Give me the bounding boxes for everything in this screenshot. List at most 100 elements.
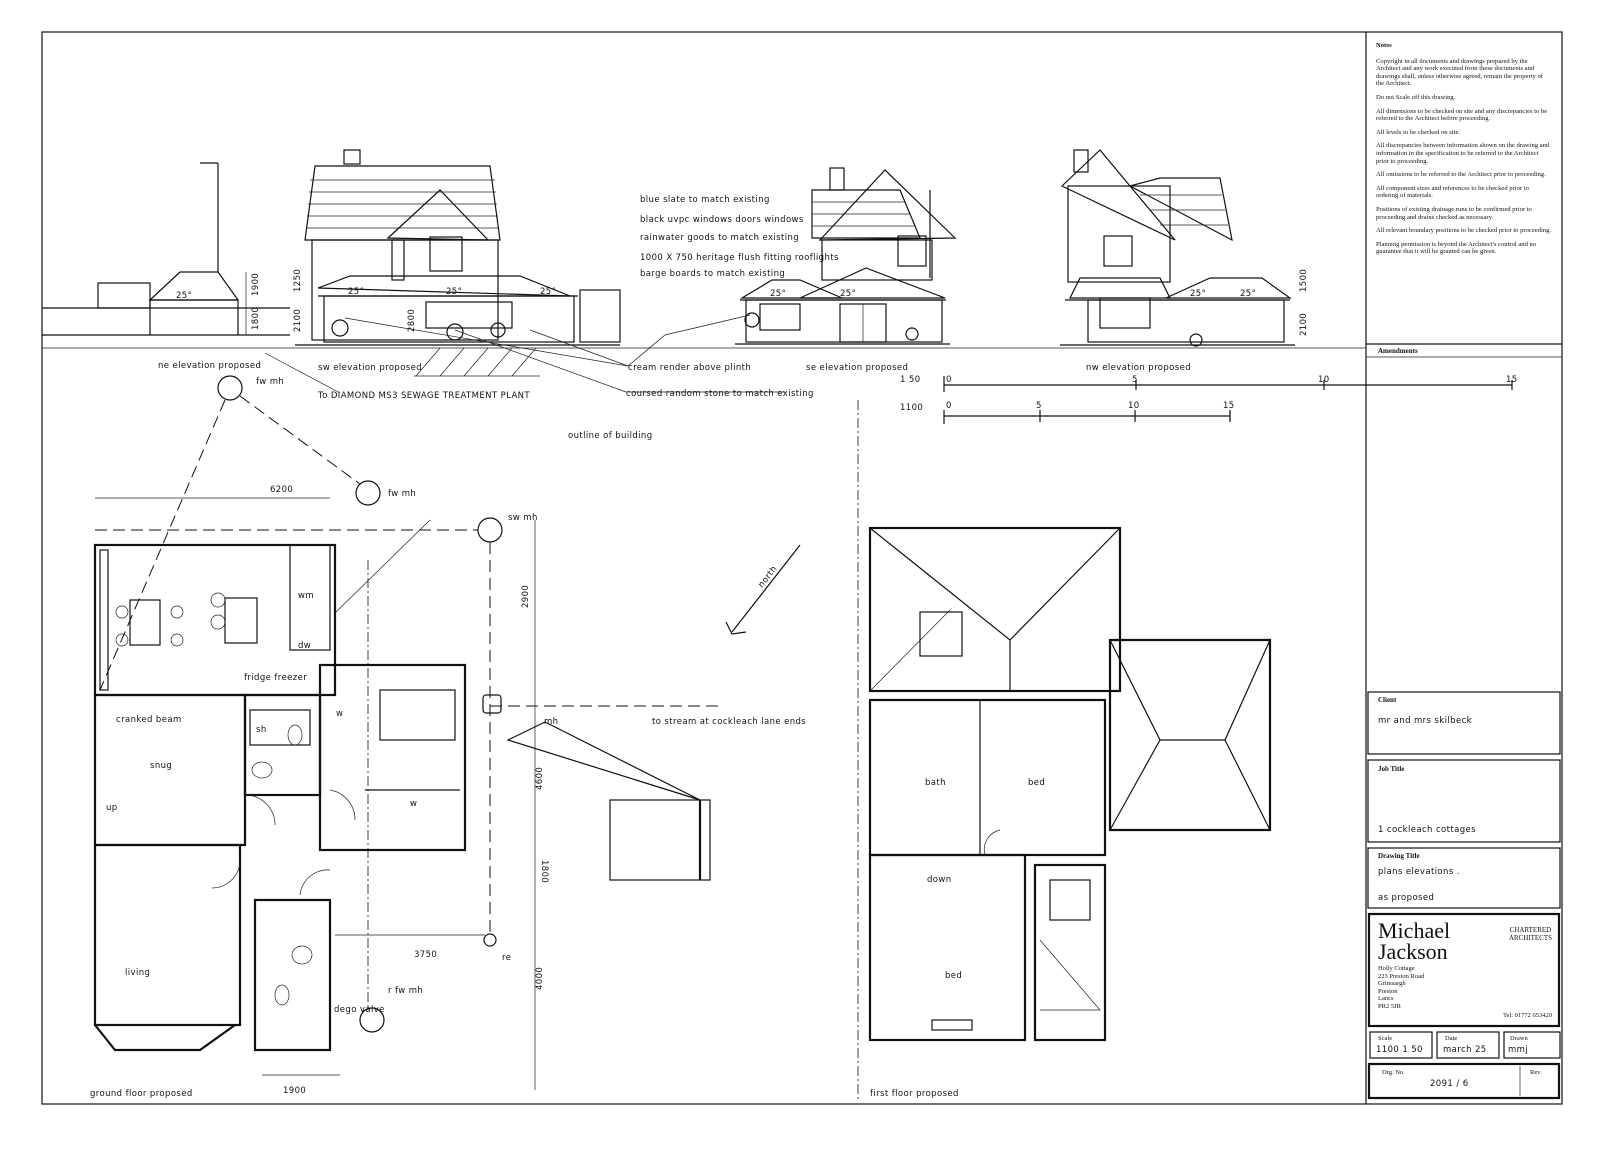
address-line: Holly Cottage (1378, 965, 1415, 972)
architect-stamp: Michael Jackson CHARTERED ARCHITECTS Hol… (1378, 918, 1554, 1020)
dim-1500: 1500 (1299, 269, 1309, 292)
drawing-title-line2: as proposed (1378, 893, 1435, 903)
scale-tick: 5 (1132, 375, 1138, 385)
note-item: Do not Scale off this drawing. (1376, 93, 1456, 101)
manhole-icon (359, 1007, 385, 1033)
rodding-eye-icon (483, 933, 497, 947)
address-line: Preston (1378, 987, 1398, 995)
client-value: mr and mrs skilbeck (1378, 716, 1472, 726)
spec-note: 1000 X 750 heritage flush fitting roofli… (640, 253, 839, 263)
ground-floor-labels: snug living cranked beam fridge freezer … (90, 485, 549, 1099)
pitch-label: 25° (840, 289, 856, 299)
rodding-eye-label: re (502, 953, 511, 963)
sw-mh-label: sw mh (508, 513, 538, 523)
spec-note: cream render above plinth (628, 363, 751, 373)
pitch-label: 25° (540, 287, 556, 297)
fridge-freezer-label: fridge freezer (244, 673, 307, 683)
manhole-icon (217, 375, 243, 401)
dim-1250: 1250 (293, 269, 303, 292)
note-item: All component sizes and references to be… (1376, 184, 1529, 200)
dim-1900: 1900 (283, 1086, 306, 1096)
scale-bar-1-100: 1100 0 5 10 15 (900, 401, 1235, 424)
manhole-icon (355, 480, 381, 506)
dishwasher-label: dw (298, 641, 311, 651)
scale-tick: 0 (946, 375, 952, 385)
spec-note: black uvpc windows doors windows (640, 215, 804, 225)
drawn-value: mmj (1508, 1045, 1529, 1055)
date-label: Date (1445, 1035, 1458, 1042)
dim-2800: 2800 (407, 309, 417, 332)
room-label-bed: bed (1028, 778, 1045, 788)
north-arrow-icon (731, 544, 801, 633)
manhole-icon (477, 517, 503, 543)
room-label-snug: snug (150, 761, 172, 771)
room-label-bath: bath (925, 778, 946, 788)
dim-2100: 2100 (1299, 313, 1309, 336)
first-floor-plan (857, 400, 1272, 1100)
note-item: Positions of existing drainage runs to b… (1376, 205, 1532, 221)
pitch-label: 25° (446, 287, 462, 297)
architect-telephone: Tel: 01772 653420 (1502, 1012, 1552, 1019)
scale-tick: 5 (1036, 401, 1042, 411)
mh-label: mh (544, 717, 558, 727)
scale-tick: 15 (1223, 401, 1235, 411)
pitch-label: 25° (770, 289, 786, 299)
spec-note: blue slate to match existing (640, 195, 770, 205)
drawing-number-label: Drg. No. (1382, 1069, 1405, 1076)
note-item: All omissions to be referred to the Arch… (1376, 171, 1546, 179)
address-line: PR2 5JR (1378, 1002, 1401, 1010)
dim-2900: 2900 (521, 585, 531, 608)
valve-label: dego valve (334, 1005, 385, 1015)
se-elevation: 25° 25° (735, 167, 957, 345)
title-block-frames (1366, 343, 1562, 1100)
outline-label: outline of building (568, 431, 653, 441)
revision-label: Rev. (1530, 1069, 1542, 1076)
dim-4000: 4000 (535, 967, 545, 990)
scale-tick: 0 (946, 401, 952, 411)
spec-note: barge boards to match existing (640, 269, 785, 279)
scale-label: Scale (1378, 1035, 1393, 1042)
dim-1800: 1800 (539, 860, 549, 883)
drawn-label: Drawn (1510, 1035, 1528, 1042)
cranked-beam-label: cranked beam (116, 715, 182, 725)
first-floor-title: first floor proposed (870, 1089, 959, 1099)
pitch-label: 25° (1190, 289, 1206, 299)
wardrobe-label: w (336, 709, 343, 719)
pitch-label: 25° (1240, 289, 1256, 299)
note-item: All levels to be checked on site. (1376, 128, 1461, 136)
architect-name: Jackson (1378, 939, 1448, 964)
notes-heading: Notes (1376, 42, 1392, 49)
scale-label: 1 50 (900, 375, 921, 385)
note-item: Planning permission is beyond the Archit… (1376, 240, 1537, 256)
client-label: Client (1378, 696, 1397, 704)
drawing-title-line1: plans elevations . (1378, 867, 1460, 877)
notes-panel: Notes Copyright in all documents and dra… (1368, 36, 1560, 344)
drawing-title-label: Drawing Title (1378, 852, 1420, 860)
address-line: Grimsargh (1378, 980, 1406, 987)
sw-elevation: 25° 25° 25° 1250 2100 2800 (293, 149, 621, 377)
stream-label: to stream at cockleach lane ends (652, 717, 806, 727)
job-title-value: 1 cockleach cottages (1378, 825, 1476, 835)
scale-bar-1-50: 1 50 0 5 10 15 (900, 375, 1518, 392)
address-line: Lancs (1378, 995, 1394, 1002)
stairs-down-label: down (927, 875, 952, 885)
pitch-label: 25° (176, 291, 192, 301)
scale-tick: 15 (1506, 375, 1518, 385)
job-title-label: Job Title (1378, 765, 1405, 773)
architect-name: Michael (1378, 918, 1451, 943)
rfw-mh-label: r fw mh (388, 986, 423, 996)
nw-elevation: 25° 25° 1500 2100 (1060, 149, 1309, 347)
sheet-border (41, 31, 1563, 1105)
spec-note: rainwater goods to match existing (640, 233, 799, 243)
scale-tick: 10 (1128, 401, 1140, 411)
address-line: 223 Preston Road (1378, 972, 1425, 980)
note-item: All relevant boundary positions to be ch… (1376, 227, 1552, 235)
sw-elevation-title: sw elevation proposed (318, 363, 422, 373)
washing-machine-label: wm (298, 591, 314, 601)
room-label-bed: bed (945, 971, 962, 981)
stairs-up-label: up (106, 803, 118, 813)
se-elevation-title: se elevation proposed (806, 363, 908, 373)
dim-6200: 6200 (270, 485, 293, 495)
drainage-layout: fw mh fw mh sw mh To DIAMOND MS3 SEWAGE … (95, 352, 806, 1033)
